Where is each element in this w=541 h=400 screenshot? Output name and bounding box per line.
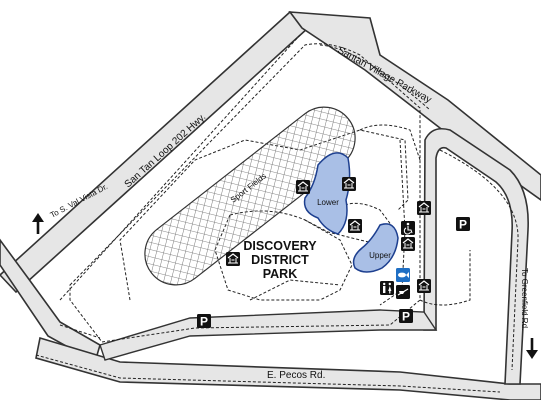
arrow-down-icon xyxy=(526,338,538,359)
svg-text:P: P xyxy=(459,218,467,232)
lower-lake xyxy=(303,152,351,235)
parking-icon: P xyxy=(197,314,211,329)
ramada-icon xyxy=(341,176,357,192)
ramada-icon xyxy=(416,278,432,294)
upper-lake xyxy=(352,223,399,273)
svg-text:P: P xyxy=(200,315,208,329)
pecos-road-label: E. Pecos Rd. xyxy=(267,370,325,381)
entrance-road xyxy=(99,309,438,361)
ramada-icon xyxy=(225,251,241,267)
arrow-up-icon xyxy=(32,213,44,234)
lower-lake-label: Lower xyxy=(317,198,339,207)
greenfield-road xyxy=(423,127,529,385)
svg-text:DISTRICT: DISTRICT xyxy=(251,253,309,267)
to-greenfield-label: To Greenfield Rd. xyxy=(520,268,529,330)
sport-fields xyxy=(144,106,356,286)
val-vista-road xyxy=(0,238,101,364)
ramada-icon xyxy=(400,236,416,252)
upper-lake-label: Upper xyxy=(369,251,391,260)
accessible-icon xyxy=(401,221,415,235)
road-network xyxy=(0,10,541,400)
ramada-icon xyxy=(416,200,432,216)
parking-icon: P xyxy=(456,217,470,232)
svg-text:DISCOVERY: DISCOVERY xyxy=(243,239,317,253)
ramada-icon xyxy=(295,179,311,195)
ramada-icon xyxy=(347,218,363,234)
parking-icon: P xyxy=(399,309,413,324)
svg-text:PARK: PARK xyxy=(263,267,298,281)
park-title: DISCOVERY DISTRICT PARK xyxy=(243,239,317,281)
pecos-road xyxy=(35,336,541,400)
fishing-icon xyxy=(396,268,410,282)
restroom-icon xyxy=(380,281,394,295)
santan-village-parkway-label: Santan Village Parkway xyxy=(336,45,434,106)
svg-text:P: P xyxy=(402,310,410,324)
boat-launch-icon xyxy=(396,285,410,299)
